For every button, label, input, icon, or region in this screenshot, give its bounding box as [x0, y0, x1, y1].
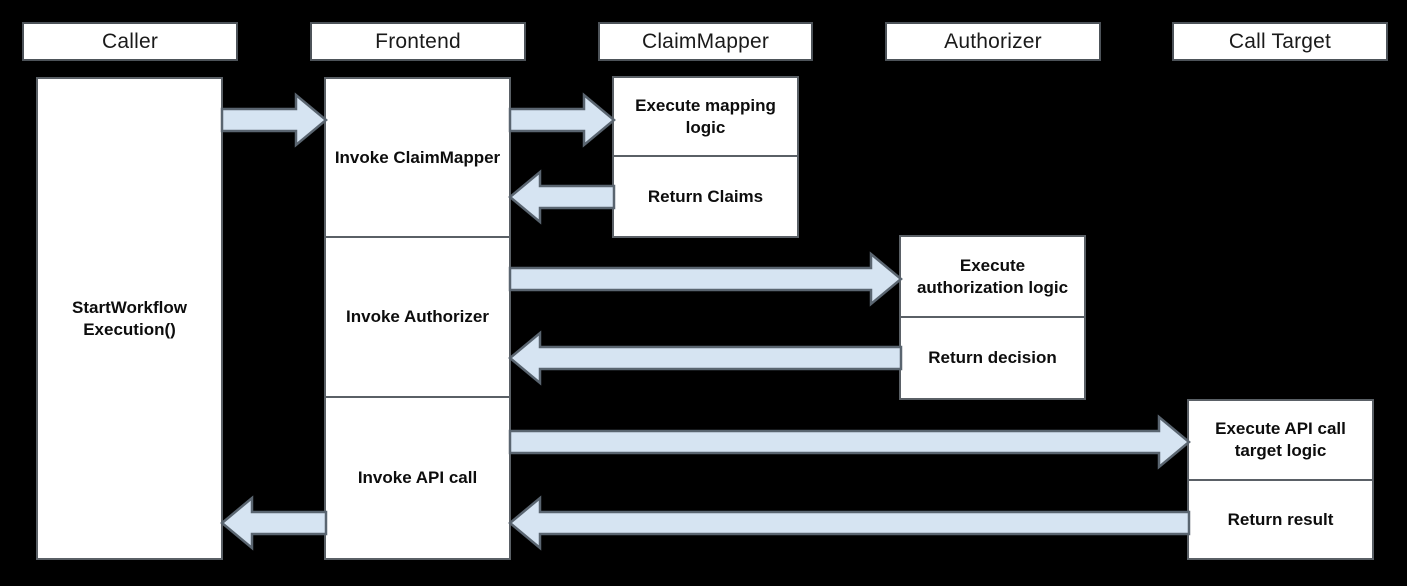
- lifeline-header-calltarget[interactable]: Call Target: [1172, 22, 1388, 61]
- message-arrow-claimmapper-to-frontend: [508, 169, 616, 225]
- lifeline-header-authorizer[interactable]: Authorizer: [885, 22, 1101, 61]
- activation-label-frontend-invoke-claimmapper: Invoke ClaimMapper: [334, 147, 501, 167]
- lifeline-header-claimmapper[interactable]: ClaimMapper: [598, 22, 813, 61]
- activation-label-claimmapper-return-claims: Return Claims: [647, 186, 764, 206]
- activation-authorizer-return-decision[interactable]: Return decision: [899, 317, 1086, 400]
- activation-label-authorizer-execute-authorization-logic: Execute authorization logic: [916, 255, 1069, 297]
- activation-claimmapper-execute-mapping-logic[interactable]: Execute mapping logic: [612, 76, 799, 156]
- message-arrow-calltarget-to-frontend: [508, 495, 1191, 551]
- activation-frontend-invoke-authorizer[interactable]: Invoke Authorizer: [324, 237, 511, 397]
- lifeline-label-caller: Caller: [101, 29, 159, 53]
- lifeline-label-calltarget: Call Target: [1228, 29, 1332, 53]
- activation-label-frontend-invoke-authorizer: Invoke Authorizer: [346, 307, 489, 327]
- activation-calltarget-execute-api-call-target-logic[interactable]: Execute API call target logic: [1187, 399, 1374, 480]
- activation-authorizer-execute-authorization-logic[interactable]: Execute authorization logic: [899, 235, 1086, 317]
- message-arrow-frontend-to-authorizer: [508, 251, 903, 307]
- activation-calltarget-return-result[interactable]: Return result: [1187, 480, 1374, 560]
- activation-label-claimmapper-execute-mapping-logic: Execute mapping logic: [635, 95, 776, 137]
- lifeline-label-frontend: Frontend: [375, 29, 461, 53]
- message-arrow-authorizer-to-frontend: [508, 330, 903, 386]
- lifeline-header-caller[interactable]: Caller: [22, 22, 238, 61]
- activation-frontend-invoke-claimmapper[interactable]: Invoke ClaimMapper: [324, 77, 511, 237]
- activation-caller-start-workflow[interactable]: StartWorkflow Execution(): [36, 77, 223, 560]
- activation-label-calltarget-return-result: Return result: [1227, 509, 1334, 529]
- activation-label-frontend-invoke-api-call: Invoke API call: [357, 468, 478, 488]
- activation-claimmapper-return-claims[interactable]: Return Claims: [612, 156, 799, 238]
- message-arrow-frontend-to-caller: [220, 495, 328, 551]
- lifeline-header-frontend[interactable]: Frontend: [310, 22, 526, 61]
- activation-label-authorizer-return-decision: Return decision: [928, 348, 1057, 368]
- lifeline-label-claimmapper: ClaimMapper: [641, 29, 770, 53]
- activation-frontend-invoke-api-call[interactable]: Invoke API call: [324, 397, 511, 560]
- activation-label-caller-start-workflow: StartWorkflow Execution(): [72, 297, 187, 339]
- message-arrow-frontend-to-calltarget: [508, 414, 1191, 470]
- message-arrow-frontend-to-claimmapper: [508, 92, 616, 148]
- message-arrow-caller-to-frontend: [220, 92, 328, 148]
- lifeline-label-authorizer: Authorizer: [944, 29, 1042, 53]
- activation-label-calltarget-execute-api-call-target-logic: Execute API call target logic: [1215, 419, 1346, 460]
